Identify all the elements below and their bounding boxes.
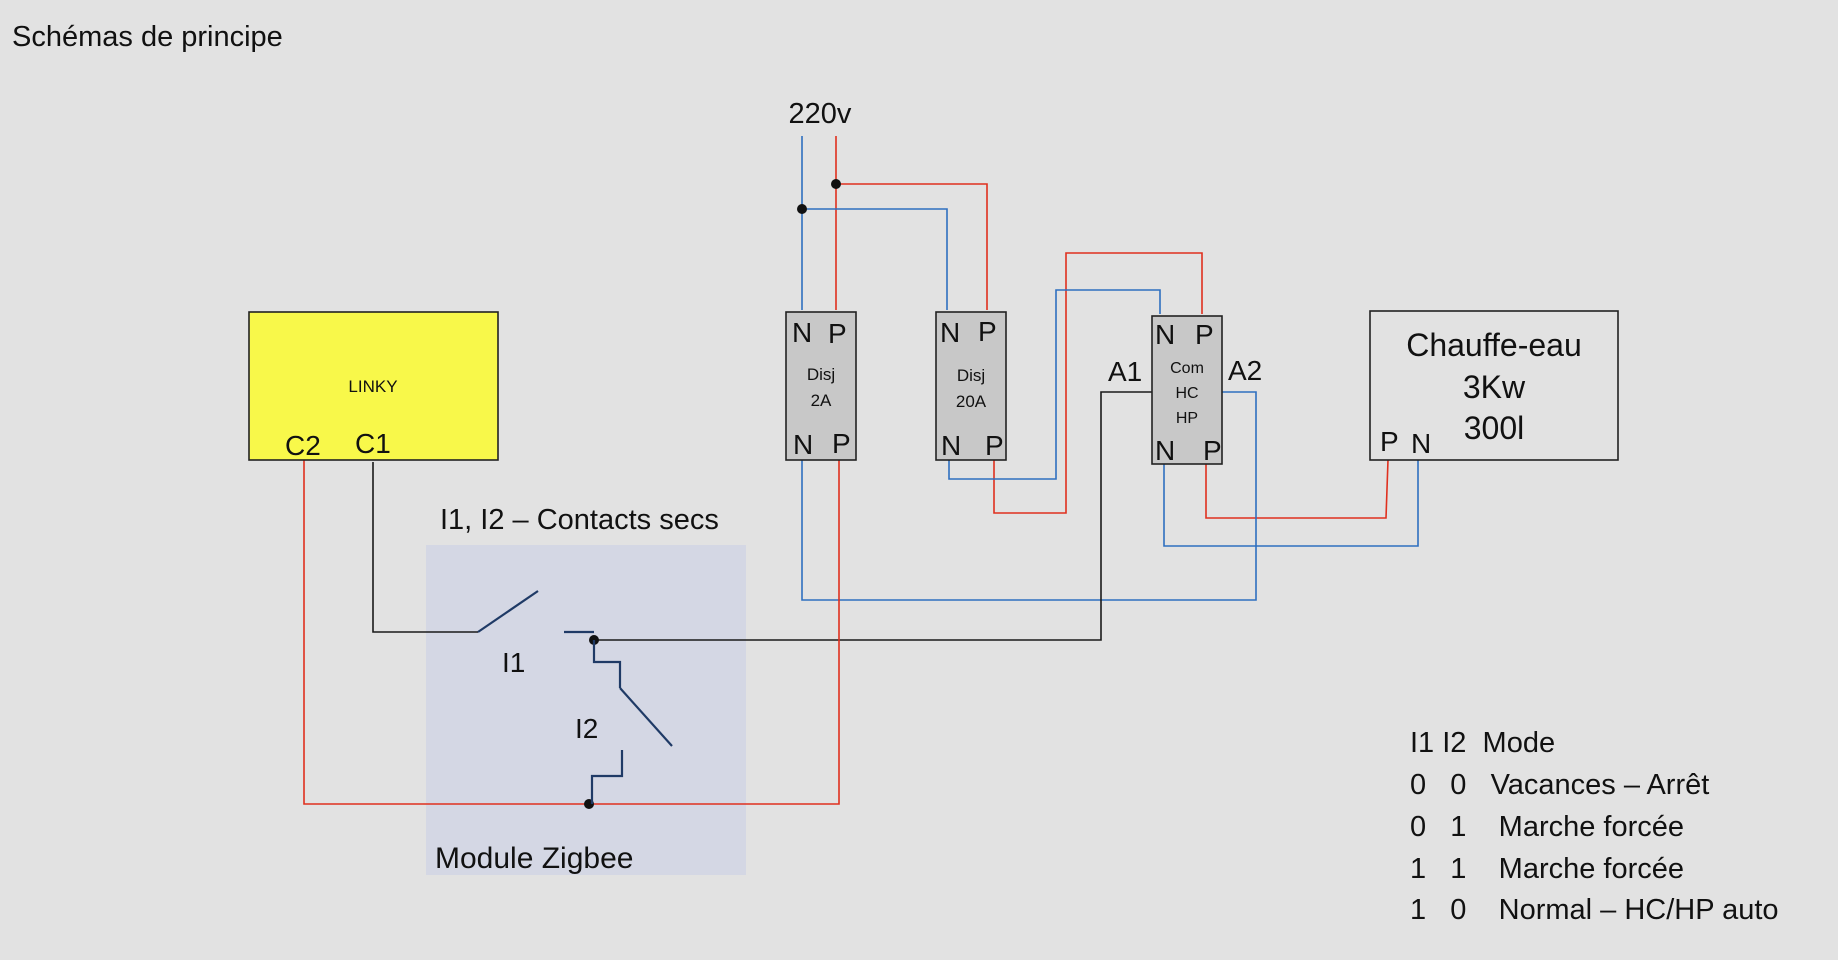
linky-label: LINKY (348, 377, 397, 396)
breaker-2a-n-bot: N (793, 429, 813, 460)
neutral-tap-20a (802, 208, 948, 310)
switch-i2-label: I2 (575, 713, 598, 744)
contactor-n-top: N (1155, 319, 1175, 350)
water-heater-p: P (1380, 426, 1399, 457)
linky-c1-wire (372, 462, 478, 633)
breaker-20a-n-top: N (940, 317, 960, 348)
breaker-2a-body (785, 311, 857, 461)
contactor-line2: HC (1175, 385, 1198, 402)
contactor-p-bot: P (1203, 435, 1222, 466)
switch-i2 (590, 640, 673, 804)
contactor-n-bot: N (1155, 435, 1175, 466)
neutral-20a-to-contactor (948, 289, 1161, 480)
switch-i2-blade (619, 687, 673, 747)
breaker-20a: N P Disj 20A N P (935, 311, 1007, 461)
water-heater: Chauffe-eau 3Kw 300l P N (1369, 310, 1619, 461)
phase-junction (831, 179, 841, 189)
switch-i1 (477, 590, 594, 634)
mode-table-row: 0 0 Vacances – Arrêt (1410, 769, 1709, 801)
phase-20a-to-contactor (993, 252, 1203, 514)
page-title: Schémas de principe (12, 21, 283, 53)
contacts-title: I1, I2 – Contacts secs (440, 504, 719, 536)
contactor-p-top: P (1195, 319, 1214, 350)
contactor-a2-label: A2 (1228, 355, 1262, 386)
breaker-20a-n-bot: N (941, 430, 961, 461)
breaker-20a-p-bot: P (985, 430, 1004, 461)
contactor: N P Com HC HP N P (1151, 315, 1223, 466)
zigbee-module-panel (426, 545, 746, 875)
mode-table-row: 0 1 Marche forcée (1410, 811, 1684, 843)
wires (303, 136, 1419, 805)
neutral-contactor-to-heater (1163, 460, 1419, 547)
switch-i2-lower (590, 750, 624, 804)
water-heater-line3: 300l (1464, 410, 1525, 446)
mode-table-row: 1 1 Marche forcée (1410, 853, 1684, 885)
contactor-body (1151, 315, 1223, 465)
breaker-2a-p-top: P (828, 318, 847, 349)
a1-control-wire (594, 391, 1152, 641)
phase-tap-20a (836, 183, 988, 310)
water-heater-box (1369, 310, 1619, 461)
breaker-20a-line1: Disj (957, 366, 985, 385)
phase-contactor-to-heater (1205, 459, 1389, 519)
neutral-junction (797, 204, 807, 214)
water-heater-line1: Chauffe-eau (1406, 327, 1582, 363)
switch-i1-blade (477, 590, 539, 633)
mode-table-row: 1 0 Normal – HC/HP auto (1410, 894, 1779, 926)
contactor-line1: Com (1170, 360, 1204, 377)
linky-box (248, 311, 499, 461)
breaker-20a-body (935, 311, 1007, 461)
water-heater-line2: 3Kw (1463, 369, 1526, 405)
contactor-a1-label: A1 (1108, 356, 1142, 387)
phase-2a-loop-wire (303, 458, 840, 805)
breaker-20a-line2: 20A (956, 392, 987, 411)
linky-c2-label: C2 (285, 430, 321, 461)
supply-label: 220v (789, 98, 852, 130)
breaker-2a-p-bot: P (832, 428, 851, 459)
breaker-2a-line1: Disj (807, 365, 835, 384)
switch-i1-label: I1 (502, 647, 525, 678)
breaker-2a-n-top: N (792, 317, 812, 348)
contactor-line3: HP (1176, 410, 1198, 427)
breaker-20a-p-top: P (978, 316, 997, 347)
water-heater-n: N (1411, 428, 1431, 459)
linky-c1-label: C1 (355, 428, 391, 459)
neutral-2a-to-a2 (801, 391, 1257, 601)
breaker-2a: N P Disj 2A N P (785, 311, 857, 461)
zigbee-label: Module Zigbee (435, 842, 633, 875)
mode-table: I1 I2 Mode 0 0 Vacances – Arrêt 0 1 Marc… (1410, 727, 1779, 926)
switch-i2-upper (592, 640, 622, 688)
breaker-2a-line2: 2A (811, 391, 832, 410)
mode-table-header: I1 I2 Mode (1410, 727, 1555, 759)
